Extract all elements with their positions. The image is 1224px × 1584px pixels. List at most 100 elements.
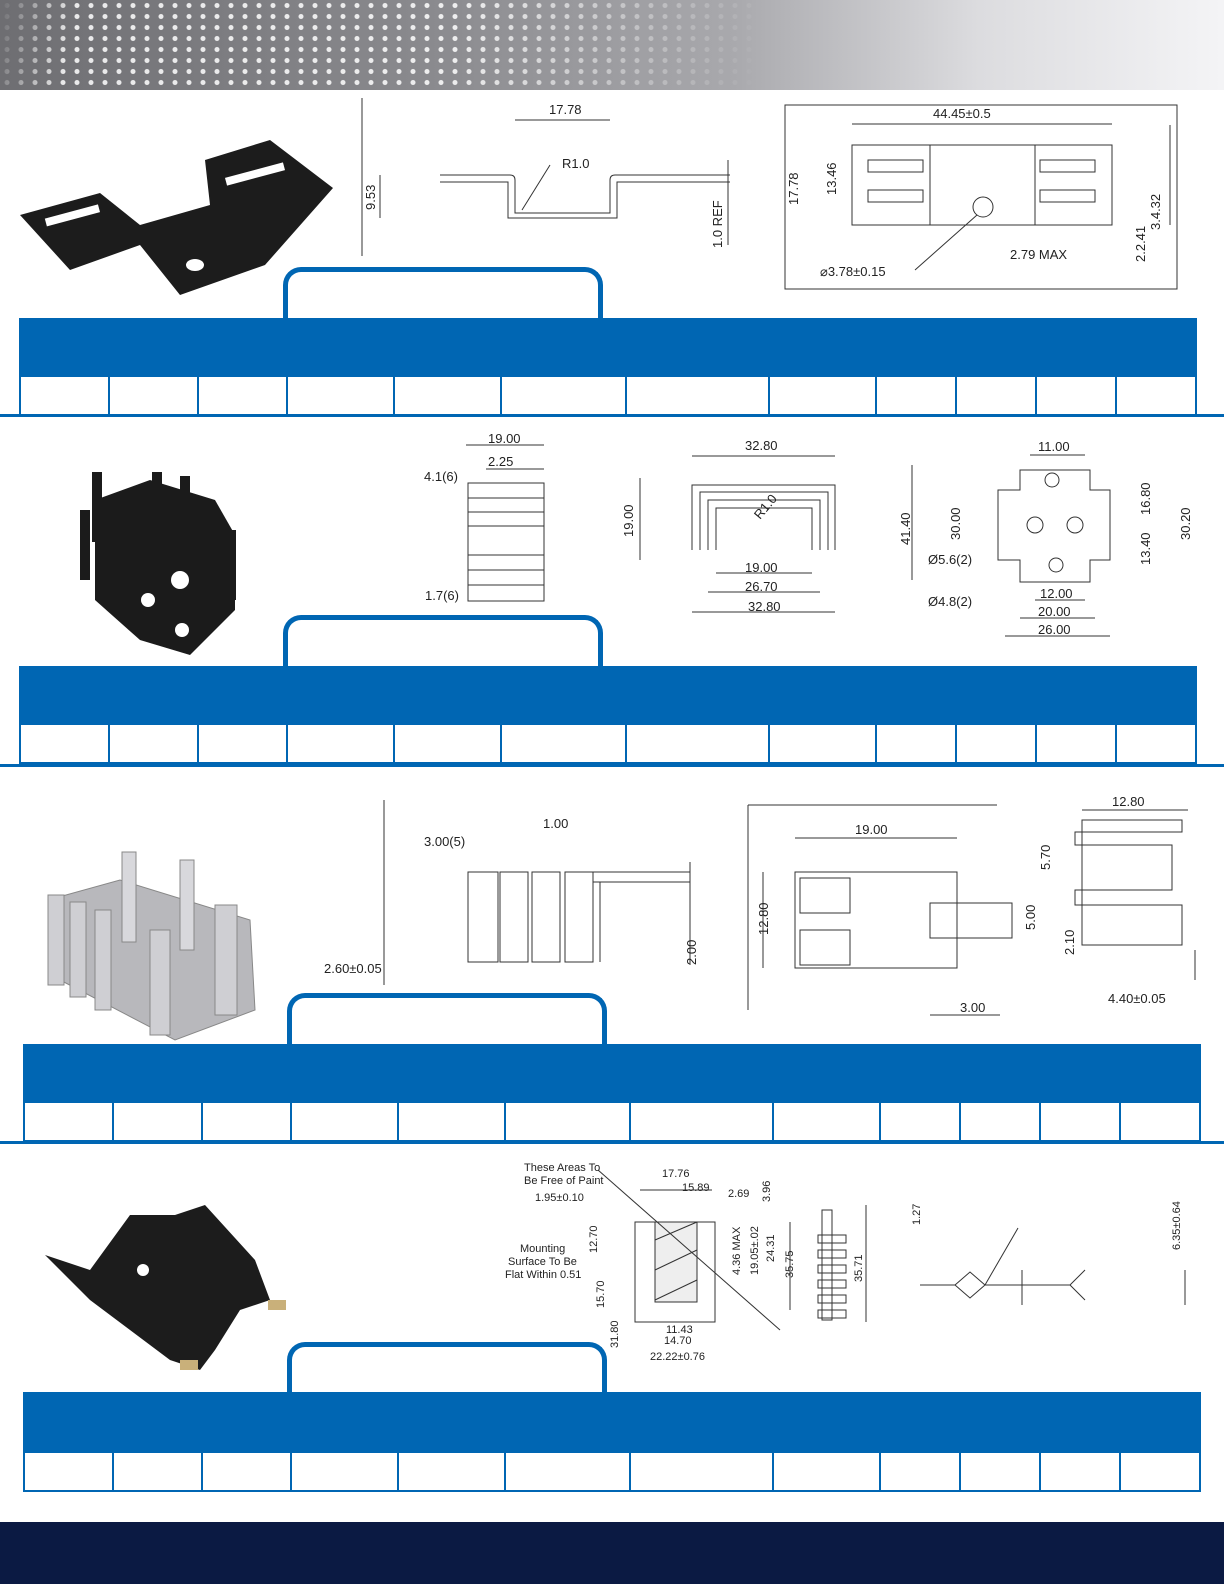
table-column xyxy=(199,666,288,764)
table-column xyxy=(1041,1044,1121,1142)
table-cell xyxy=(1121,1453,1199,1492)
dimension-label: 9.53 xyxy=(363,185,378,210)
table-header-cell xyxy=(288,318,393,377)
table-column xyxy=(1121,1044,1201,1142)
dimension-label: 35.71 xyxy=(853,1254,865,1282)
footer-bar xyxy=(0,1522,1224,1584)
table-cell xyxy=(25,1453,112,1492)
table-column xyxy=(502,666,627,764)
dimension-label: 26.70 xyxy=(745,579,778,594)
table-column xyxy=(770,666,877,764)
table-cell xyxy=(770,377,875,416)
table-cell xyxy=(774,1103,879,1142)
table-cell xyxy=(957,725,1035,764)
dimension-label: 44.45±0.5 xyxy=(933,106,991,121)
table-cell xyxy=(502,725,625,764)
table-column xyxy=(774,1394,881,1492)
dimension-label: 14.70 xyxy=(664,1335,692,1347)
dimension-label: 4.1(6) xyxy=(424,469,458,484)
table-cell xyxy=(627,725,768,764)
table-column xyxy=(627,318,770,416)
drawing-3-side: 1.00 3.00(5) 2.60±0.05 2.00 xyxy=(324,800,699,985)
table-cell xyxy=(1037,377,1115,416)
table-column xyxy=(21,666,110,764)
table-column xyxy=(292,1394,399,1492)
table-column xyxy=(1121,1394,1201,1492)
dimension-label: 13.46 xyxy=(824,162,839,195)
table-column xyxy=(770,318,877,416)
table-header-cell xyxy=(770,666,875,725)
dimension-label: Flat Within 0.51 xyxy=(505,1269,581,1281)
table-cell xyxy=(631,1453,772,1492)
dimension-label: Surface To Be xyxy=(508,1256,577,1268)
table-cell xyxy=(288,725,393,764)
table-column xyxy=(1117,318,1197,416)
table-column xyxy=(199,318,288,416)
table-cell xyxy=(114,1103,201,1142)
table-cell xyxy=(21,725,108,764)
dimension-label: Ø4.8(2) xyxy=(928,594,972,609)
table-column xyxy=(961,1044,1041,1142)
dimension-label: 22.22±0.76 xyxy=(650,1351,705,1363)
table-header-cell xyxy=(1117,666,1195,725)
table-column xyxy=(881,1044,961,1142)
table-header-cell xyxy=(1037,318,1115,377)
dimension-label: 1.27 xyxy=(911,1204,923,1225)
dimension-label: 1.00 xyxy=(543,816,568,831)
dimension-label: 3.96 xyxy=(761,1181,773,1202)
table-column xyxy=(774,1044,881,1142)
drawing-4-top: These Areas To Be Free of Paint 17.76 15… xyxy=(505,1162,796,1363)
table-header-cell xyxy=(1041,1394,1119,1453)
table-cell xyxy=(1121,1103,1199,1142)
section-divider xyxy=(0,414,1224,417)
table-column xyxy=(395,666,502,764)
table-cell xyxy=(770,725,875,764)
table-cell xyxy=(506,1453,629,1492)
table-header-cell xyxy=(395,666,500,725)
table-group-bracket-4 xyxy=(287,1342,607,1393)
dimension-label: 4.40±0.05 xyxy=(1108,991,1166,1006)
table-column xyxy=(1117,666,1197,764)
table-column xyxy=(957,318,1037,416)
table-column xyxy=(203,1044,292,1142)
table-header-cell xyxy=(881,1044,959,1103)
dimension-label: 30.20 xyxy=(1178,507,1193,540)
table-cell xyxy=(506,1103,629,1142)
table-header-cell xyxy=(110,318,197,377)
table-cell xyxy=(25,1103,112,1142)
dimension-label: 2.10 xyxy=(1062,930,1077,955)
table-header-cell xyxy=(21,318,108,377)
dimension-label: 2.60±0.05 xyxy=(324,961,382,976)
drawing-2-side: 19.00 2.25 4.1(6) 1.7(6) xyxy=(424,431,545,603)
table-column xyxy=(877,666,957,764)
table-header-cell xyxy=(627,666,768,725)
table-cell xyxy=(1117,725,1195,764)
table-cell xyxy=(961,1103,1039,1142)
dimension-label: 35.75 xyxy=(784,1250,796,1278)
dimension-label: 2.2.41 xyxy=(1133,226,1148,262)
table-column xyxy=(399,1394,506,1492)
table-header-cell xyxy=(631,1394,772,1453)
table-header-cell xyxy=(292,1044,397,1103)
table-group-bracket-1 xyxy=(283,267,603,318)
spec-table-1 xyxy=(19,318,1197,416)
dimension-label: 5.70 xyxy=(1038,845,1053,870)
product-photo-1 xyxy=(20,140,333,295)
table-cell xyxy=(957,377,1035,416)
table-column xyxy=(395,318,502,416)
table-cell xyxy=(877,377,955,416)
table-header-cell xyxy=(506,1394,629,1453)
dimension-label: 16.80 xyxy=(1138,482,1153,515)
table-cell xyxy=(21,377,108,416)
table-cell xyxy=(292,1103,397,1142)
dimension-label: 19.05±.02 xyxy=(749,1226,761,1275)
table-header-cell xyxy=(1037,666,1115,725)
spec-table-2 xyxy=(19,666,1197,764)
table-header-cell xyxy=(770,318,875,377)
table-cell xyxy=(399,1453,504,1492)
table-group-bracket-3 xyxy=(287,993,607,1044)
table-column xyxy=(1037,318,1117,416)
table-header-cell xyxy=(502,318,625,377)
table-cell xyxy=(881,1453,959,1492)
